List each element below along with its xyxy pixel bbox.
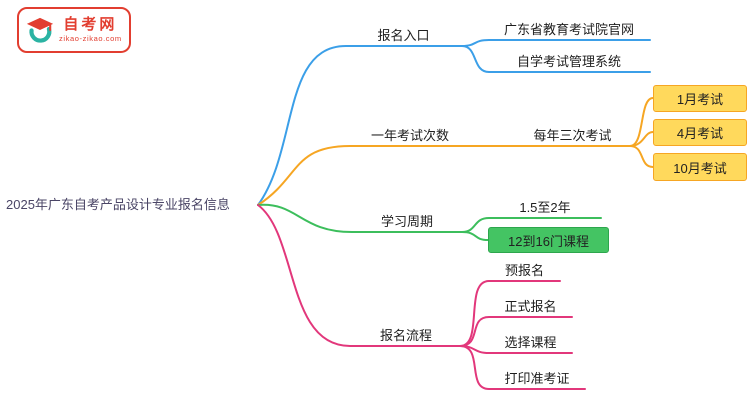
- edge-root-to-exams-per-year: [257, 145, 631, 206]
- edge-root-to-study-period: [257, 203, 463, 233]
- edge-root-to-registration-entry: [257, 45, 463, 206]
- node-print-admission-ticket: 打印准考证: [504, 371, 570, 386]
- edge-to-12-to-16-courses: [461, 231, 489, 241]
- site-logo: 自考网 zikao-zikao.com: [17, 7, 131, 53]
- graduation-cap-icon: [26, 17, 54, 43]
- node-january-exam: 1月考试: [653, 85, 747, 112]
- node-gd-education-exam-site: 广东省教育考试院官网: [503, 22, 634, 37]
- edge-to-print-admission-ticket: [459, 345, 586, 390]
- node-pre-registration: 预报名: [504, 263, 544, 278]
- edge-to-self-study-exam-system: [461, 45, 651, 73]
- edge-to-gd-education-exam-site: [461, 39, 651, 47]
- node-12-to-16-courses: 12到16门课程: [488, 227, 609, 253]
- edge-to-october-exam: [629, 145, 654, 168]
- node-registration-process: 报名流程: [379, 328, 432, 343]
- logo-title: 自考网: [63, 15, 118, 33]
- node-1-5-to-2-years: 1.5至2年: [519, 200, 571, 215]
- node-three-exams-yearly: 每年三次考试: [533, 128, 612, 143]
- edge-to-formal-registration: [459, 316, 573, 347]
- node-october-exam: 10月考试: [653, 153, 747, 181]
- node-exams-per-year: 一年考试次数: [370, 128, 449, 143]
- logo-text: 自考网 zikao-zikao.com: [59, 15, 122, 44]
- root-topic: 2025年广东自考产品设计专业报名信息: [6, 197, 230, 212]
- edge-to-pre-registration: [459, 280, 561, 347]
- node-registration-entry: 报名入口: [377, 28, 430, 43]
- node-study-period: 学习周期: [380, 214, 433, 229]
- node-self-study-exam-system: 自学考试管理系统: [516, 54, 621, 69]
- node-formal-registration: 正式报名: [504, 299, 557, 314]
- edge-to-january-exam: [629, 97, 654, 147]
- logo-subtitle: zikao-zikao.com: [59, 34, 122, 44]
- edge-root-to-registration-process: [257, 204, 461, 347]
- node-april-exam: 4月考试: [653, 119, 747, 146]
- node-course-selection: 选择课程: [504, 335, 557, 350]
